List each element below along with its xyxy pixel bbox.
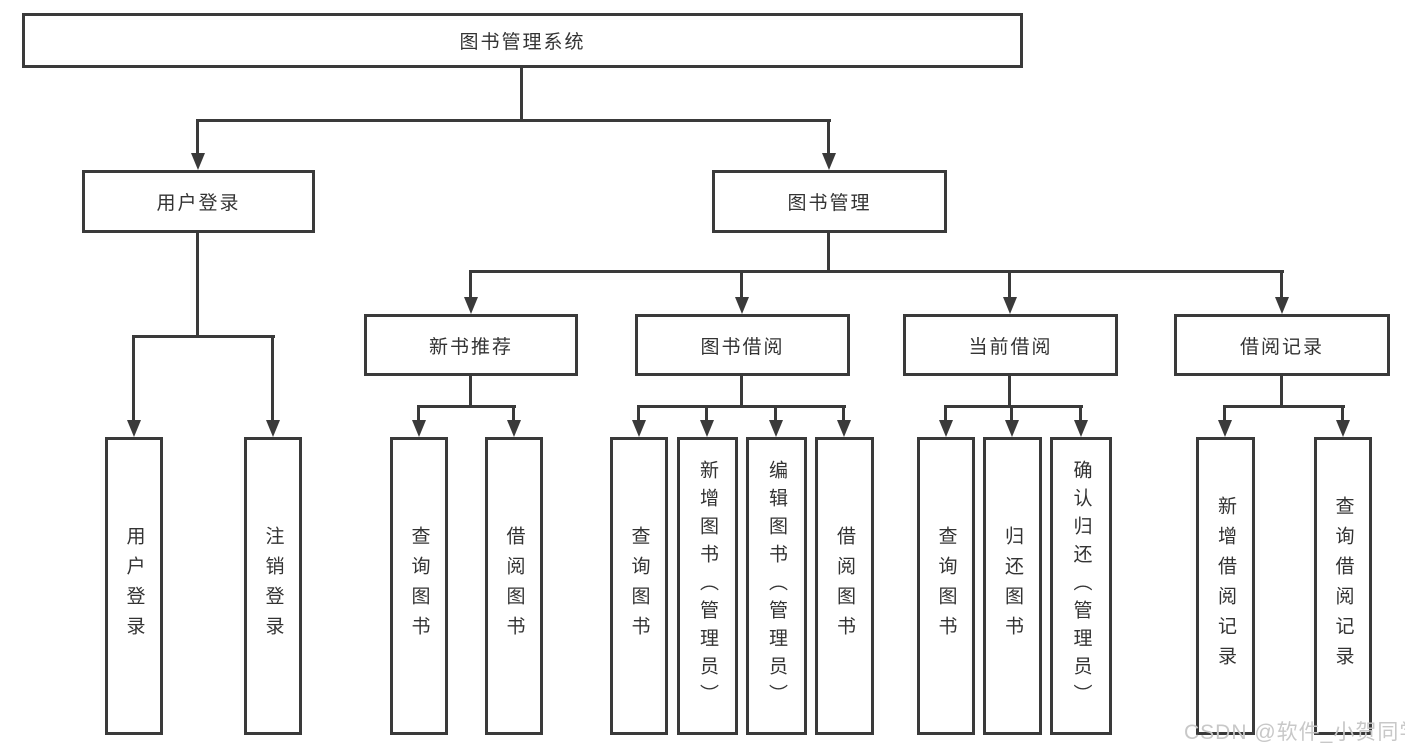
csdn-watermark: CSDN @软件_小贺同学 xyxy=(1184,721,1405,744)
node-current-borrow: 当前借阅 xyxy=(903,314,1118,376)
connector-stem-leaf xyxy=(271,335,274,422)
node-label: 图书管理系统 xyxy=(459,32,586,53)
connector-stem-borrow xyxy=(740,270,743,299)
leaf-label: 查询图书 xyxy=(935,526,957,646)
arrow-down-icon xyxy=(1218,420,1232,437)
connector-stem-leaf xyxy=(842,405,845,421)
node-label: 新书推荐 xyxy=(428,336,513,358)
node-label: 当前借阅 xyxy=(968,336,1053,358)
arrow-down-icon xyxy=(822,153,836,170)
leaf-record-query-record: 查询借阅记录 xyxy=(1314,437,1372,735)
arrow-down-icon xyxy=(464,297,478,314)
connector-user-login-stub xyxy=(196,233,199,337)
arrow-down-icon xyxy=(1074,420,1088,437)
leaf-record-add-record: 新增借阅记录 xyxy=(1196,437,1255,735)
arrow-down-icon xyxy=(735,297,749,314)
connector-stem-leaf xyxy=(705,405,708,421)
arrow-down-icon xyxy=(939,420,953,437)
connector-new-book-splitter xyxy=(417,405,516,408)
connector-borrow-stub xyxy=(740,376,743,407)
leaf-label: 编辑图书（管理员） xyxy=(766,460,787,712)
arrow-down-icon xyxy=(1336,420,1350,437)
connector-user-login-splitter xyxy=(132,335,275,338)
node-new-book-rec: 新书推荐 xyxy=(364,314,578,376)
connector-stem-book-mgmt xyxy=(827,119,830,155)
leaf-label: 查询图书 xyxy=(408,526,430,646)
arrow-down-icon xyxy=(837,420,851,437)
arrow-down-icon xyxy=(127,420,141,437)
connector-stem-leaf xyxy=(1010,405,1013,421)
arrow-down-icon xyxy=(632,420,646,437)
connector-stem-leaf xyxy=(512,405,515,421)
leaf-label: 借阅图书 xyxy=(834,526,855,646)
connector-stem-leaf xyxy=(1341,405,1344,421)
leaf-user-login: 用户登录 xyxy=(105,437,163,735)
connector-stem-new-book xyxy=(469,270,472,299)
arrow-down-icon xyxy=(266,420,280,437)
connector-stem-leaf xyxy=(637,405,640,421)
arrow-down-icon xyxy=(1003,297,1017,314)
leaf-label: 借阅图书 xyxy=(503,526,525,646)
arrow-down-icon xyxy=(700,420,714,437)
leaf-label: 注销登录 xyxy=(262,526,284,646)
leaf-borrow-borrow-books: 借阅图书 xyxy=(815,437,874,735)
connector-stem-leaf xyxy=(1079,405,1082,421)
leaf-label: 归还图书 xyxy=(1002,526,1023,646)
arrow-down-icon xyxy=(412,420,426,437)
connector-stem-leaf xyxy=(1223,405,1226,421)
connector-level2-splitter xyxy=(196,119,831,122)
leaf-logout: 注销登录 xyxy=(244,437,302,735)
node-label: 用户登录 xyxy=(156,193,241,214)
connector-stem-leaf xyxy=(417,405,420,421)
leaf-borrow-query-books: 查询图书 xyxy=(610,437,668,735)
arrow-down-icon xyxy=(191,153,205,170)
leaf-borrow-add-books: 新增图书（管理员） xyxy=(677,437,738,735)
leaf-borrow-edit-books: 编辑图书（管理员） xyxy=(746,437,807,735)
node-label: 图书借阅 xyxy=(700,336,785,358)
node-label: 图书管理 xyxy=(787,193,872,214)
connector-record-stub xyxy=(1280,376,1283,407)
connector-root-stub xyxy=(520,68,523,122)
leaf-current-return-books: 归还图书 xyxy=(983,437,1042,735)
leaf-label: 新增借阅记录 xyxy=(1215,496,1236,676)
node-book-borrow: 图书借阅 xyxy=(635,314,850,376)
connector-borrow-splitter xyxy=(637,405,846,408)
arrow-down-icon xyxy=(1275,297,1289,314)
leaf-label: 查询图书 xyxy=(628,526,650,646)
connector-stem-leaf xyxy=(774,405,777,421)
node-book-mgmt: 图书管理 xyxy=(712,170,947,233)
connector-stem-current xyxy=(1008,270,1011,299)
node-user-login: 用户登录 xyxy=(82,170,315,233)
connector-current-splitter xyxy=(944,405,1083,408)
node-label: 借阅记录 xyxy=(1239,336,1324,358)
leaf-label: 用户登录 xyxy=(123,526,145,646)
leaf-newbook-borrow-books: 借阅图书 xyxy=(485,437,543,735)
connector-stem-record xyxy=(1280,270,1283,299)
node-root: 图书管理系统 xyxy=(22,13,1023,68)
connector-stem-leaf xyxy=(944,405,947,421)
leaf-label: 确认归还（管理员） xyxy=(1070,460,1092,712)
connector-book-mgmt-stub xyxy=(827,233,830,272)
node-borrow-record: 借阅记录 xyxy=(1174,314,1390,376)
connector-stem-user-login xyxy=(196,119,199,155)
connector-current-stub xyxy=(1008,376,1011,407)
leaf-label: 新增图书（管理员） xyxy=(697,460,718,712)
leaf-newbook-query-books: 查询图书 xyxy=(390,437,448,735)
arrow-down-icon xyxy=(1005,420,1019,437)
arrow-down-icon xyxy=(507,420,521,437)
arrow-down-icon xyxy=(769,420,783,437)
connector-level3-splitter xyxy=(469,270,1284,273)
connector-stem-leaf xyxy=(132,335,135,422)
connector-record-splitter xyxy=(1223,405,1345,408)
leaf-current-query-books: 查询图书 xyxy=(917,437,975,735)
connector-new-book-stub xyxy=(469,376,472,407)
leaf-current-confirm-return: 确认归还（管理员） xyxy=(1050,437,1112,735)
leaf-label: 查询借阅记录 xyxy=(1332,496,1354,676)
